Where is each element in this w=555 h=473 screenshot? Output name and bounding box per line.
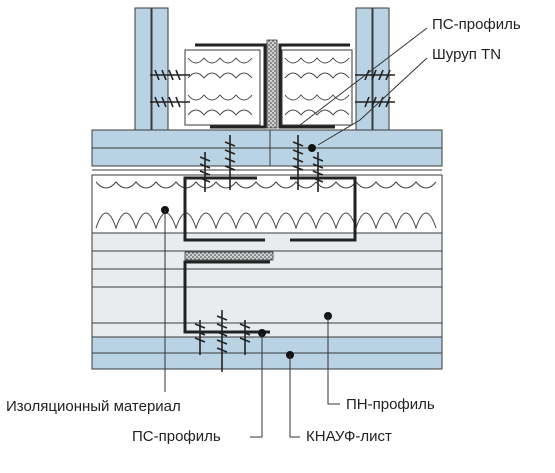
label-ps-profile-top: ПС-профиль (432, 16, 521, 33)
upper-ps-profile-left (195, 43, 267, 129)
slab-board-2 (91, 147, 443, 167)
slab-lower-board-1 (91, 232, 443, 252)
slab-lower-board-4 (91, 286, 443, 324)
slab-knauf-board-2 (91, 352, 443, 370)
upper-insulation-loops-left (187, 57, 253, 116)
lower-pn-profile (183, 260, 270, 334)
upper-wall (134, 7, 395, 131)
label-ps-profile-bottom: ПС-профиль (132, 428, 221, 445)
label-insulation: Изоляционный материал (6, 398, 181, 415)
leader-lines (164, 27, 428, 438)
slab-lower-board-3 (91, 268, 443, 288)
upper-ps-profile-right (278, 43, 350, 129)
upper-seal-strip (266, 39, 278, 129)
upper-right-board-outer (372, 7, 390, 131)
upper-insulation-loops-right (284, 57, 350, 116)
slab-screws (194, 135, 324, 372)
slab-knauf-board-1 (91, 336, 443, 354)
slab-insulation-loops (95, 181, 437, 230)
label-knauf-sheet: КНАУФ-лист (306, 428, 392, 445)
slab-insulation (91, 174, 443, 234)
slab-profiles (183, 176, 357, 334)
upper-left-board-inner (151, 7, 169, 131)
upper-screws (150, 69, 395, 108)
label-screw-tn: Шуруп TN (432, 46, 502, 63)
label-pn-profile: ПН-профиль (346, 396, 435, 413)
slab-layers (91, 129, 443, 370)
slab-lower-board-5 (91, 322, 443, 338)
slab-seal-strip (184, 251, 274, 261)
slab-board-1 (91, 129, 443, 149)
upper-left-board-outer (134, 7, 152, 131)
upper-insulation-right (281, 49, 353, 126)
